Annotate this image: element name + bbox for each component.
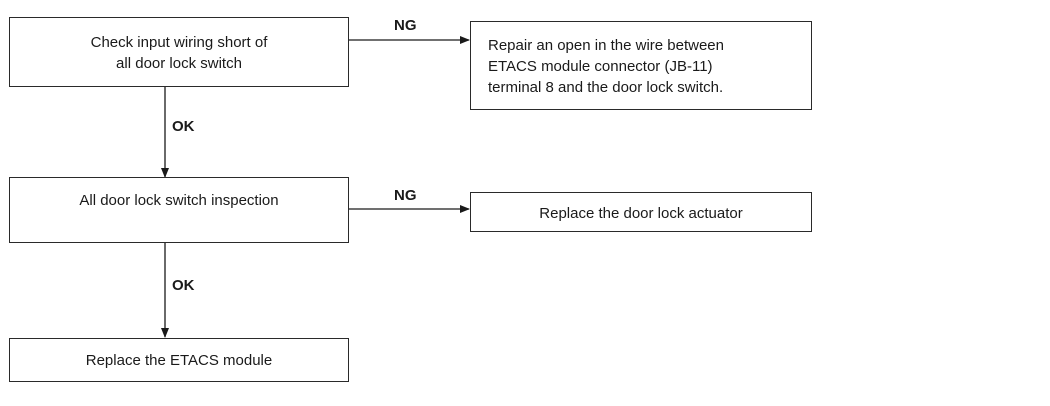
step-check-input-wiring: Check input wiring short of all door loc… — [9, 17, 349, 87]
step-door-lock-switch-inspection-line-1: All door lock switch inspection — [79, 192, 279, 209]
step-check-input-wiring-line-1: Check input wiring short of — [90, 34, 268, 51]
step-repair-open-wire-line-2: ETACS module connector (JB-11) — [488, 58, 713, 75]
label-ok-2: OK — [172, 277, 195, 294]
label-ng-1: NG — [394, 17, 417, 34]
step-repair-open-wire-line-3: terminal 8 and the door lock switch. — [488, 79, 724, 96]
step-door-lock-switch-inspection: All door lock switch inspection — [9, 177, 349, 243]
step-repair-open-wire: Repair an open in the wire between ETACS… — [470, 21, 812, 110]
step-replace-door-lock-actuator-line-1: Replace the door lock actuator — [539, 205, 743, 222]
step-check-input-wiring-line-2: all door lock switch — [116, 55, 242, 72]
label-ok-1: OK — [172, 118, 195, 135]
step-replace-door-lock-actuator: Replace the door lock actuator — [470, 192, 812, 232]
label-ng-2: NG — [394, 187, 417, 204]
step-replace-etacs-module-line-1: Replace the ETACS module — [85, 352, 273, 369]
step-replace-etacs-module: Replace the ETACS module — [9, 338, 349, 382]
step-repair-open-wire-line-1: Repair an open in the wire between — [488, 37, 724, 54]
